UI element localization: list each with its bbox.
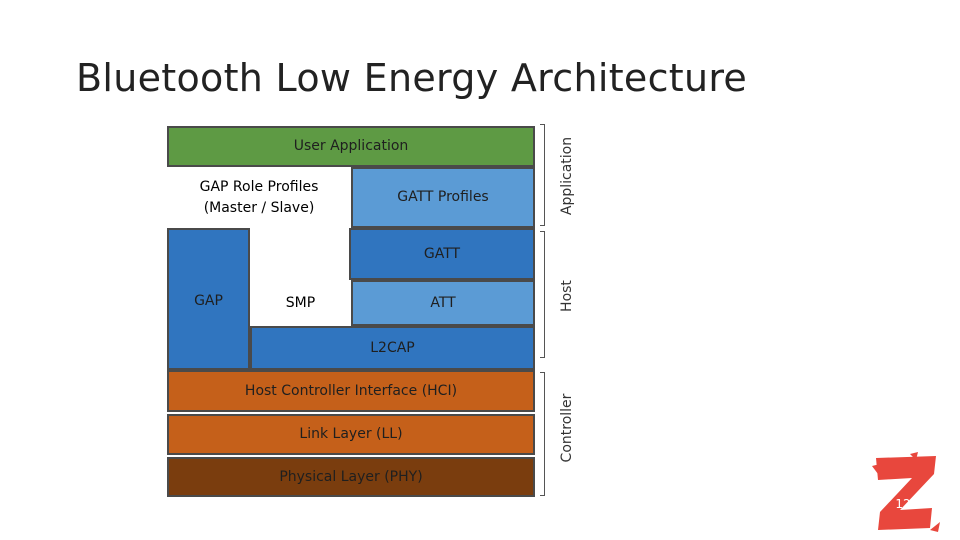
gap-layer: GAP <box>167 228 250 370</box>
host-group-label: Host <box>559 280 575 312</box>
hci-label: Host Controller Interface (HCI) <box>244 382 458 399</box>
link-layer: Link Layer (LL) <box>167 414 535 455</box>
gatt-profiles-layer: GATT Profiles <box>351 167 535 228</box>
controller-group-label: Controller <box>559 393 575 463</box>
z-logo-icon <box>872 452 940 532</box>
user-application-label: User Application <box>293 138 409 155</box>
page-title: Bluetooth Low Energy Architecture <box>76 56 748 100</box>
gap-label: GAP <box>194 293 223 309</box>
gatt-profiles-label: GATT Profiles <box>397 189 489 206</box>
l2cap-layer: L2CAP <box>250 326 535 370</box>
page-number: 12 <box>895 497 911 511</box>
gap-role-profiles-label: GAP Role Profiles (Master / Slave) <box>199 179 319 216</box>
gap-role-profiles-layer: GAP Role Profiles (Master / Slave) <box>167 167 351 228</box>
att-label: ATT <box>430 294 456 311</box>
gatt-label: GATT <box>423 245 461 262</box>
smp-layer: SMP <box>250 280 351 326</box>
user-application-layer: User Application <box>167 126 535 167</box>
physical-layer-label: Physical Layer (PHY) <box>279 468 423 485</box>
smp-label: SMP <box>285 294 316 311</box>
l2cap-label: L2CAP <box>370 339 415 356</box>
att-layer: ATT <box>351 280 535 326</box>
gatt-layer: GATT <box>349 228 535 280</box>
application-bracket <box>540 124 545 226</box>
hci-layer: Host Controller Interface (HCI) <box>167 370 535 412</box>
controller-bracket <box>540 372 545 496</box>
application-group-label: Application <box>559 136 575 216</box>
host-bracket <box>540 231 545 358</box>
link-layer-label: Link Layer (LL) <box>299 426 403 443</box>
physical-layer: Physical Layer (PHY) <box>167 457 535 497</box>
